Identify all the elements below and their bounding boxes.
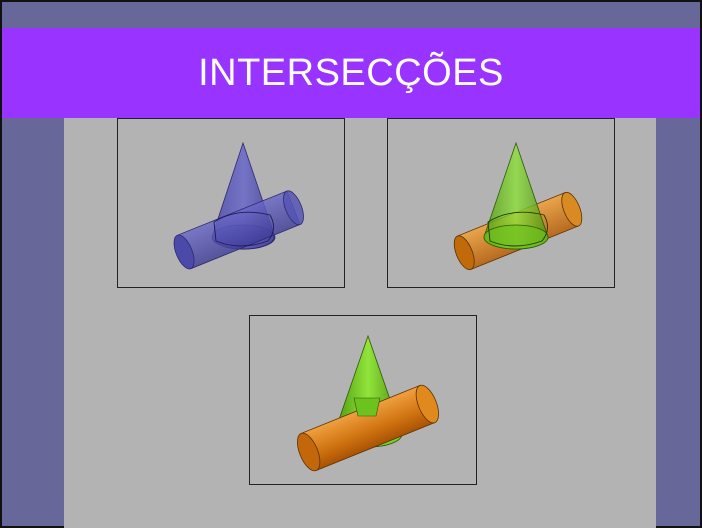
- slide-title: INTERSECÇÕES: [198, 51, 504, 94]
- blue-cone-cylinder-drawing: [173, 141, 304, 270]
- figure-green-cone-orange-cylinder-translucent: [387, 118, 615, 288]
- solid-cone-cylinder-drawing: [297, 334, 439, 472]
- translucent-cone-cylinder-drawing: [453, 141, 583, 271]
- title-bar: [2, 28, 700, 118]
- figure-area: [64, 118, 656, 528]
- figure-green-cone-orange-cylinder-solid: [249, 315, 477, 485]
- top-band: [2, 2, 700, 28]
- figure-blue-cone-cylinder: [117, 118, 345, 288]
